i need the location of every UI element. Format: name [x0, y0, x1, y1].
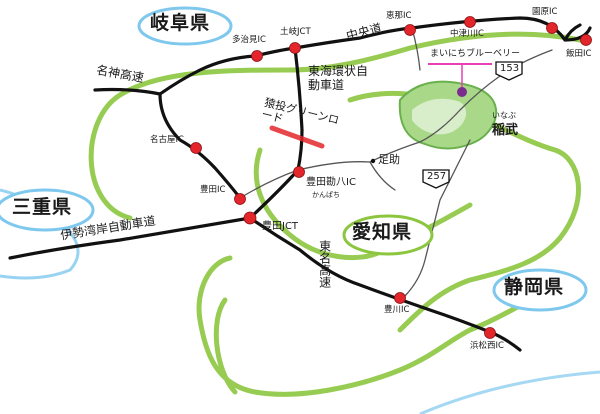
prefecture-gifu-label: 岐阜県 — [150, 12, 211, 34]
inabu-label: 稲武 — [492, 123, 519, 138]
road-sanage — [239, 169, 299, 199]
blueberry-farm-label: まいにちブルーベリー — [430, 49, 521, 59]
toyokawa-ic-label: 豊川IC — [384, 305, 410, 315]
isewangan-expressway — [8, 216, 252, 260]
tokai-kanjo — [293, 46, 304, 172]
toki-jct-label: 土岐JCT — [280, 27, 311, 37]
ena-ic-label: 恵那IC — [386, 11, 412, 21]
hamamatsu-nishi-ic-marker — [484, 327, 496, 339]
ic-sonohara-spur — [563, 23, 582, 42]
nagoya-ic-marker — [190, 142, 202, 154]
nakatsugawa-ic-label: 中津川IC — [450, 29, 484, 39]
shizuoka-ellipse — [492, 268, 588, 312]
iida-ic-marker — [580, 34, 592, 46]
toyokawa-ic-marker — [394, 292, 406, 304]
nagoya-ic-label: 名古屋IC — [150, 135, 184, 145]
route-153-label: 153 — [500, 63, 520, 74]
toyota-kanpachi-reading: かんぱち — [312, 191, 340, 199]
tomei-expressway-label: 東名高速 — [317, 240, 332, 288]
blueberry-farm-marker — [457, 87, 467, 97]
route-257-shield — [422, 169, 450, 189]
sanage-green-road-highlight — [269, 125, 325, 149]
toyota-ic-marker — [234, 193, 246, 205]
sonohara-ic-marker — [546, 22, 558, 34]
green-loop-south — [196, 255, 563, 397]
asuke-label: 足助 — [378, 153, 400, 166]
iida-ic-label: 飯田IC — [566, 49, 592, 59]
tajimi-ic-marker — [251, 50, 263, 62]
toyota-jct-marker — [243, 211, 257, 225]
ena-ic-marker — [404, 24, 416, 36]
route-153-shield — [495, 61, 523, 81]
gifu-ellipse — [137, 6, 233, 46]
road-257 — [404, 139, 471, 297]
toki-jct-marker — [289, 42, 301, 54]
tajimi-ic-label: 多治見IC — [232, 35, 266, 45]
prefecture-mie-label: 三重県 — [12, 196, 73, 218]
nakatsugawa-ic-marker — [464, 16, 476, 28]
hamamatsu-nishi-ic-label: 浜松西IC — [470, 341, 504, 351]
sonohara-ic-label: 園原IC — [532, 7, 558, 17]
green-loop-southwest — [213, 297, 238, 395]
prefecture-aichi-label: 愛知県 — [352, 221, 413, 243]
aichi-ellipse — [342, 214, 434, 256]
toyota-kanpachi-ic-label: 豊田勘八IC — [306, 177, 356, 188]
green-loop-north — [88, 31, 583, 221]
toyota-jct-label: 豊田JCT — [262, 221, 299, 232]
asuke-marker — [370, 158, 376, 164]
prefecture-shizuoka-label: 静岡県 — [504, 276, 565, 298]
road-side — [369, 161, 396, 191]
meishin-expressway — [93, 54, 257, 96]
route-257-label: 257 — [427, 171, 447, 182]
river-south — [419, 370, 600, 414]
inabu-reading: いなぶ — [492, 111, 516, 120]
toyota-ic-label: 豊田IC — [200, 185, 226, 195]
forest-inner — [412, 98, 467, 135]
toyota-kanpachi-ic-marker — [293, 166, 305, 178]
tokai-kanjo-label: 東海環状自動車道 — [308, 64, 369, 93]
mie-ellipse — [0, 188, 95, 232]
